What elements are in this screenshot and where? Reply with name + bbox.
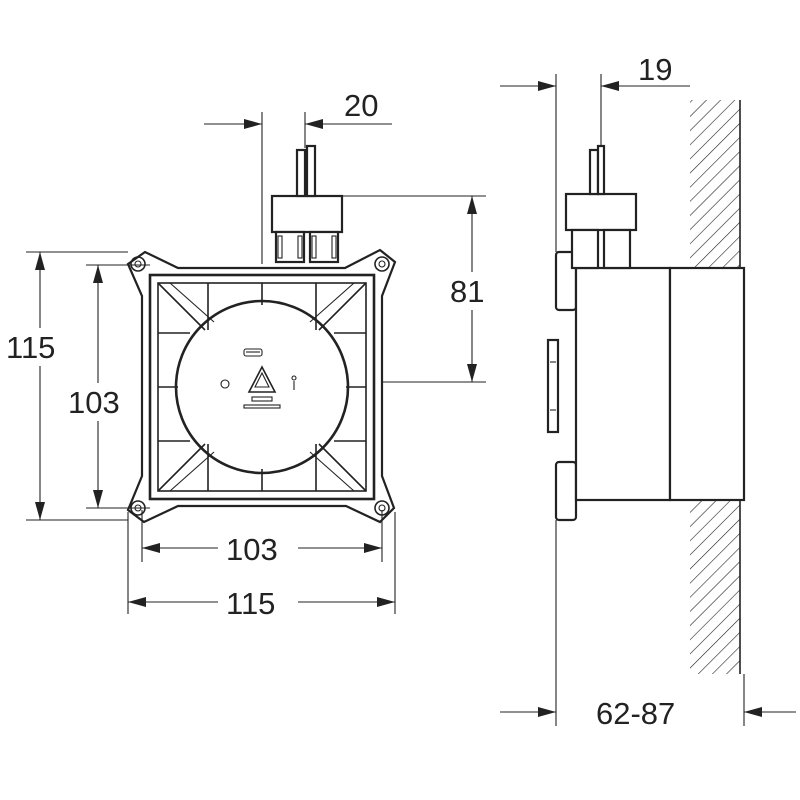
dimension-wall-depth: 62-87 <box>500 520 796 731</box>
circle-mark-icon <box>220 379 230 389</box>
side-box-body <box>574 266 746 502</box>
dim-outer-height-label: 115 <box>6 330 55 365</box>
dim-outer-width-label: 115 <box>226 586 275 621</box>
inlet-block <box>270 144 344 264</box>
dim-port-offset-label: 19 <box>638 52 672 87</box>
dimension-port-height: 81 <box>342 195 498 383</box>
grohe-logo-icon <box>243 348 263 357</box>
dimension-inner-width: 103 <box>141 510 383 567</box>
person-icon <box>291 375 297 390</box>
dimension-inner-height: 103 <box>64 264 150 509</box>
dimension-outer-height: 115 <box>0 251 128 521</box>
side-flange <box>546 250 578 522</box>
side-view: 19 62-87 <box>500 52 796 731</box>
rib-frame <box>148 273 376 501</box>
recycle-icon <box>247 365 277 393</box>
dimension-inlet-offset: 20 <box>204 88 392 264</box>
dim-inner-width-label: 103 <box>226 532 278 567</box>
front-view: 115 103 103 <box>0 88 498 621</box>
dim-inner-height-label: 103 <box>68 385 120 420</box>
central-cover <box>174 299 350 475</box>
dim-wall-depth-label: 62-87 <box>596 696 675 731</box>
dimension-outer-width: 115 <box>127 512 396 621</box>
side-inlet-block <box>564 144 638 270</box>
dim-port-height-label: 81 <box>450 274 484 309</box>
dim-inlet-offset-label: 20 <box>344 88 378 123</box>
mounting-hole-top-left <box>130 256 146 272</box>
dimension-port-offset: 19 <box>500 52 690 252</box>
mounting-hole-top-right <box>374 256 390 272</box>
